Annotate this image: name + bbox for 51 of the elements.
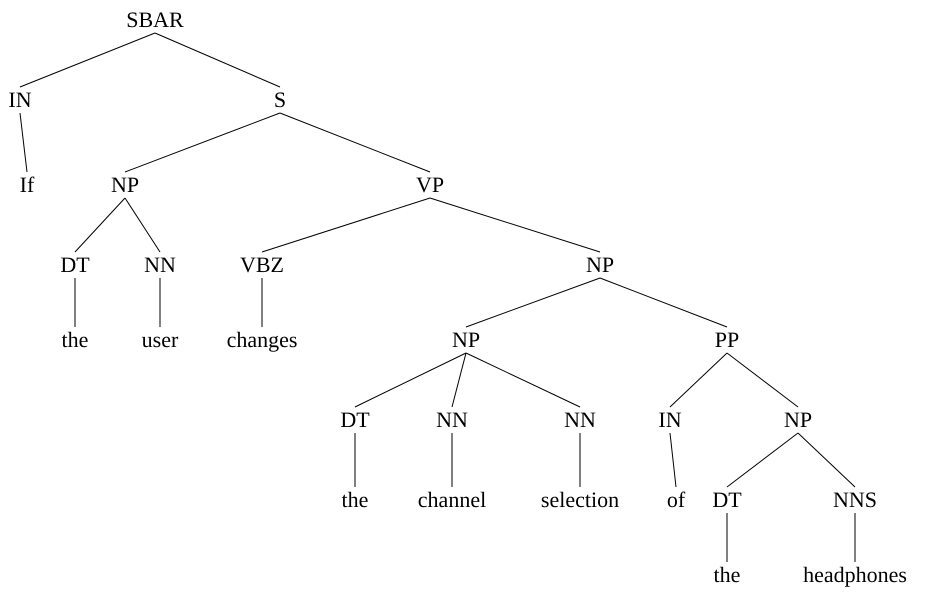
tree-node-label: DT bbox=[340, 407, 370, 433]
tree-branch bbox=[154, 32, 280, 88]
tree-node-label: DT bbox=[712, 487, 742, 513]
tree-branch bbox=[670, 352, 728, 408]
tree-branch bbox=[726, 432, 798, 488]
tree-node-label: the bbox=[714, 562, 740, 588]
tree-branch bbox=[74, 278, 76, 328]
tree-branch bbox=[430, 198, 600, 252]
tree-branch bbox=[600, 278, 728, 328]
tree-node-label: IN bbox=[8, 87, 32, 113]
tree-node-label: DT bbox=[60, 252, 90, 278]
tree-node-label: NN bbox=[144, 252, 176, 278]
tree-node-label: changes bbox=[226, 327, 298, 353]
tree-node-label: NP bbox=[784, 407, 812, 433]
tree-branch bbox=[74, 198, 126, 252]
tree-node-label: If bbox=[20, 172, 34, 198]
tree-branch bbox=[452, 352, 466, 408]
tree-branch bbox=[280, 112, 430, 172]
tree-branch bbox=[262, 198, 430, 252]
tree-node-label: channel bbox=[418, 487, 486, 513]
tree-node-label: the bbox=[342, 487, 368, 513]
tree-node-label: S bbox=[274, 87, 286, 113]
tree-branch bbox=[726, 512, 728, 562]
tree-node-label: PP bbox=[714, 327, 740, 353]
tree-branch bbox=[670, 432, 676, 488]
tree-branch bbox=[854, 512, 856, 562]
tree-node-label: selection bbox=[540, 487, 620, 513]
tree-node-label: VP bbox=[416, 172, 444, 198]
tree-branch bbox=[20, 112, 28, 172]
tree-node-label: NN bbox=[564, 407, 596, 433]
tree-node-label: user bbox=[142, 327, 178, 353]
tree-node-label: NNS bbox=[833, 487, 877, 513]
tree-branch bbox=[466, 352, 580, 408]
tree-branch bbox=[798, 432, 856, 488]
tree-node-label: NP bbox=[452, 327, 480, 353]
tree-branch bbox=[20, 32, 156, 88]
tree-branch bbox=[124, 198, 160, 252]
tree-node-label: NP bbox=[110, 172, 140, 198]
tree-branch bbox=[354, 352, 466, 408]
tree-node-label: of bbox=[666, 487, 686, 513]
tree-node-label: SBAR bbox=[126, 7, 184, 33]
tree-node-label: NP bbox=[586, 252, 614, 278]
tree-branch bbox=[124, 112, 280, 172]
tree-branch bbox=[726, 352, 798, 408]
tree-node-label: IN bbox=[658, 407, 682, 433]
tree-node-label: NN bbox=[436, 407, 468, 433]
tree-node-label: the bbox=[62, 327, 88, 353]
tree-node-label: headphones bbox=[803, 562, 907, 588]
tree-node-label: VBZ bbox=[240, 252, 284, 278]
tree-branch bbox=[466, 278, 600, 328]
tree-branch bbox=[354, 432, 356, 488]
